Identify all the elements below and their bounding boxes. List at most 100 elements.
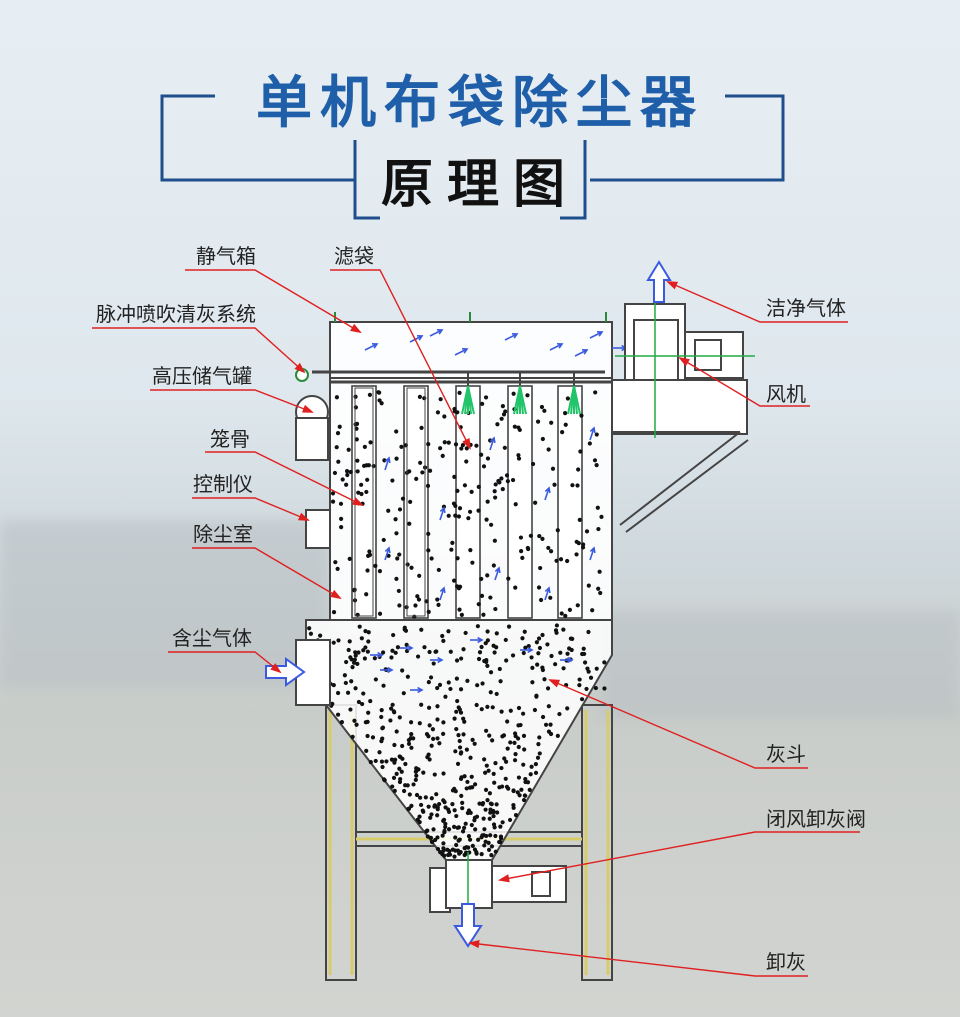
dust-particle — [333, 560, 338, 565]
leader-arrowhead-static-box — [350, 323, 362, 334]
dust-particle — [377, 398, 382, 403]
dust-particle — [507, 817, 513, 823]
flow-arrow-head — [494, 566, 501, 574]
dust-particle — [519, 549, 524, 554]
dust-particle — [414, 792, 420, 798]
dust-particle — [489, 853, 494, 858]
flow-arrow-shaft — [574, 349, 588, 357]
flow-arrow — [409, 335, 424, 343]
dust-particle — [484, 517, 489, 522]
flow-arrow — [370, 651, 384, 659]
dust-particle — [331, 640, 336, 645]
dust-particle — [352, 588, 357, 593]
dust-particle — [394, 771, 399, 777]
dust-particle — [560, 430, 565, 435]
flow-arrow — [560, 656, 574, 664]
flow-arrow-head — [384, 546, 391, 554]
dust-particle — [521, 650, 526, 656]
dust-particle — [445, 847, 450, 852]
dust-particle — [501, 412, 507, 417]
dust-particle — [435, 813, 440, 818]
dust-particle — [449, 547, 454, 552]
dust-particle — [474, 814, 480, 819]
dust-particle — [442, 414, 447, 419]
inlet-duct — [295, 639, 331, 706]
dust-particle — [480, 833, 485, 838]
dust-particle — [511, 803, 516, 808]
dust-particle — [465, 810, 470, 816]
dust-particle — [513, 751, 518, 757]
leader-arrowhead-clean-gas — [666, 281, 679, 290]
flow-arrow-head — [387, 666, 394, 674]
dust-particle — [380, 764, 385, 770]
dust-particle — [414, 773, 419, 778]
dust-particle — [426, 752, 431, 757]
dust-particle — [360, 701, 365, 707]
dust-particle — [487, 791, 493, 796]
dust-particle — [400, 496, 406, 501]
dust-particle — [473, 782, 478, 787]
label-dusty-gas: 含尘气体 — [172, 626, 252, 650]
flow-arrow-shaft — [549, 343, 563, 351]
dust-particle — [488, 690, 493, 695]
leader-dusty-gas — [168, 651, 281, 673]
dust-particle — [391, 775, 397, 780]
dust-particle — [522, 793, 527, 798]
dust-particle — [582, 660, 588, 665]
dust-particle — [498, 824, 503, 829]
dust-particle — [516, 705, 522, 711]
dust-particle — [450, 802, 455, 807]
pulse-jet — [519, 385, 527, 415]
dust-particle — [455, 825, 460, 830]
flow-arrow — [430, 656, 444, 664]
dust-particle — [453, 789, 458, 794]
dust-particle — [474, 443, 479, 448]
dust-particle — [548, 722, 553, 727]
dust-particle — [450, 847, 455, 852]
dust-particle — [364, 748, 369, 753]
leader-arrowhead-dust-chamber — [330, 589, 342, 600]
dust-particle — [462, 774, 467, 779]
dust-particle — [567, 607, 573, 612]
leader-airlock-valve — [499, 831, 860, 881]
dust-particle — [575, 603, 580, 608]
dust-particle — [377, 568, 383, 574]
dust-particle — [482, 827, 487, 832]
dust-particle — [529, 764, 534, 769]
flow-arrow-head — [417, 686, 424, 694]
dust-particle — [492, 538, 497, 543]
dust-particle — [474, 702, 479, 708]
dust-particle — [400, 668, 405, 673]
dust-particle — [491, 771, 496, 777]
dust-particle — [452, 808, 457, 813]
dust-particle — [408, 499, 413, 504]
dust-particle — [485, 499, 490, 504]
dust-particle — [548, 549, 554, 554]
dust-particle — [435, 410, 441, 415]
dust-particle — [568, 636, 574, 641]
dust-particle — [533, 770, 539, 775]
leader-filter-bag — [330, 269, 471, 449]
dust-particle — [386, 508, 391, 513]
dust-particle — [485, 798, 490, 803]
dust-particle — [537, 751, 542, 756]
dust-particle — [335, 690, 341, 696]
dust-particle — [359, 491, 364, 497]
controller-box — [305, 509, 331, 549]
dust-particle — [592, 458, 598, 463]
dust-particle — [526, 644, 531, 649]
dust-particle — [506, 624, 512, 629]
dust-particle — [467, 837, 473, 842]
dust-particle — [517, 427, 522, 433]
dust-particle — [365, 568, 370, 573]
leader-arrowhead-air-tank — [301, 404, 314, 413]
dust-particle — [555, 528, 560, 533]
dust-particle — [463, 630, 468, 636]
dust-particle — [499, 416, 504, 421]
dust-particle — [470, 785, 475, 790]
dust-particle — [590, 608, 595, 613]
dust-particle — [446, 827, 452, 832]
dust-particle — [492, 650, 497, 655]
dust-particle — [455, 848, 461, 853]
dust-particle — [539, 404, 545, 410]
